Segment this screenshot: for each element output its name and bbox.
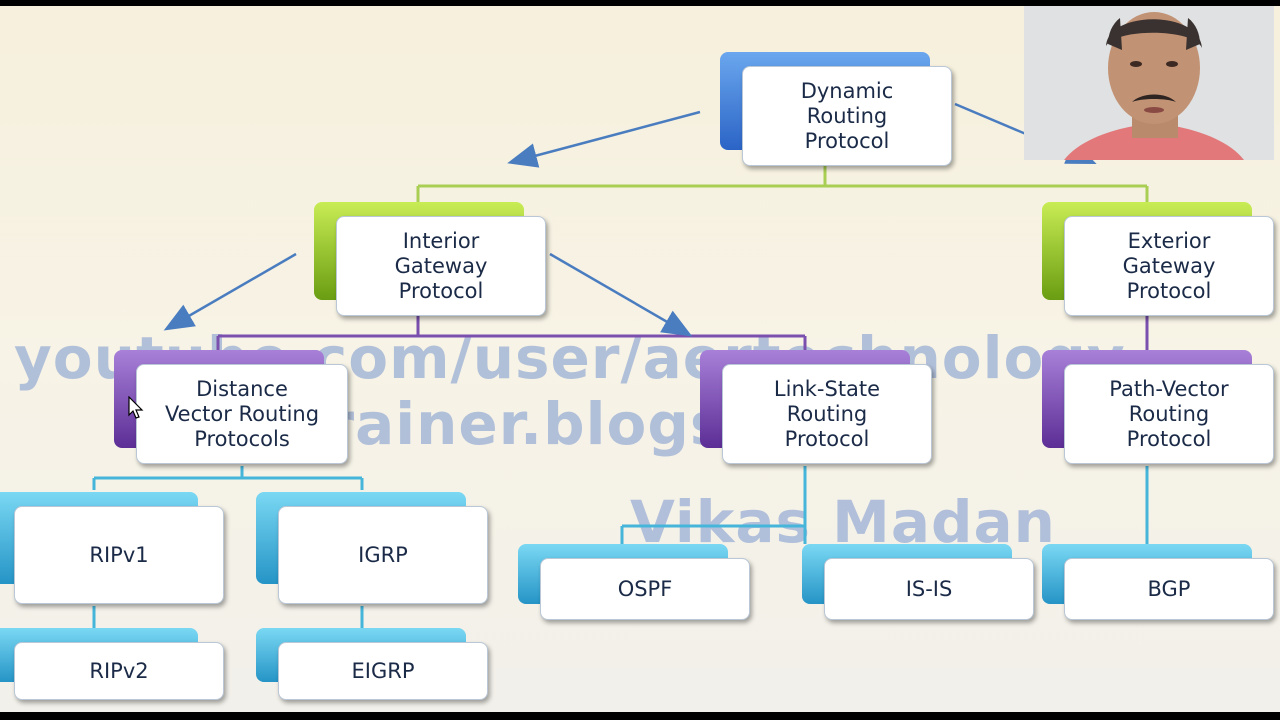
arrow-to-interior: [507, 110, 701, 168]
node-label: IGRP: [278, 506, 488, 604]
node-label: IS-IS: [824, 558, 1034, 620]
node-label: Dynamic Routing Protocol: [742, 66, 952, 166]
connector-ls-children: [620, 466, 807, 544]
arrows: [163, 102, 1097, 337]
node-label: RIPv1: [14, 506, 224, 604]
connector-interior-children: [216, 316, 807, 352]
arrow-to-link-state: [549, 252, 693, 337]
mouse-pointer-icon: [128, 396, 144, 419]
node-label: OSPF: [540, 558, 750, 620]
node-label: Link-State Routing Protocol: [722, 364, 932, 464]
arrow-to-distance-vector: [163, 252, 297, 331]
presenter-image: [1024, 6, 1274, 160]
connector-lines: [92, 102, 1149, 628]
slide-canvas: youtube.com/user/aertechnology techtrain…: [0, 6, 1280, 712]
node-label: BGP: [1064, 558, 1274, 620]
node-label: Exterior Gateway Protocol: [1064, 216, 1274, 316]
presenter-webcam: [1024, 6, 1274, 160]
node-label: Interior Gateway Protocol: [336, 216, 546, 316]
connector-dv-children: [92, 466, 364, 628]
connector-root-children: [416, 166, 1149, 204]
node-label: RIPv2: [14, 642, 224, 700]
node-label: Path-Vector Routing Protocol: [1064, 364, 1274, 464]
node-label: EIGRP: [278, 642, 488, 700]
node-label: Distance Vector Routing Protocols: [136, 364, 348, 464]
